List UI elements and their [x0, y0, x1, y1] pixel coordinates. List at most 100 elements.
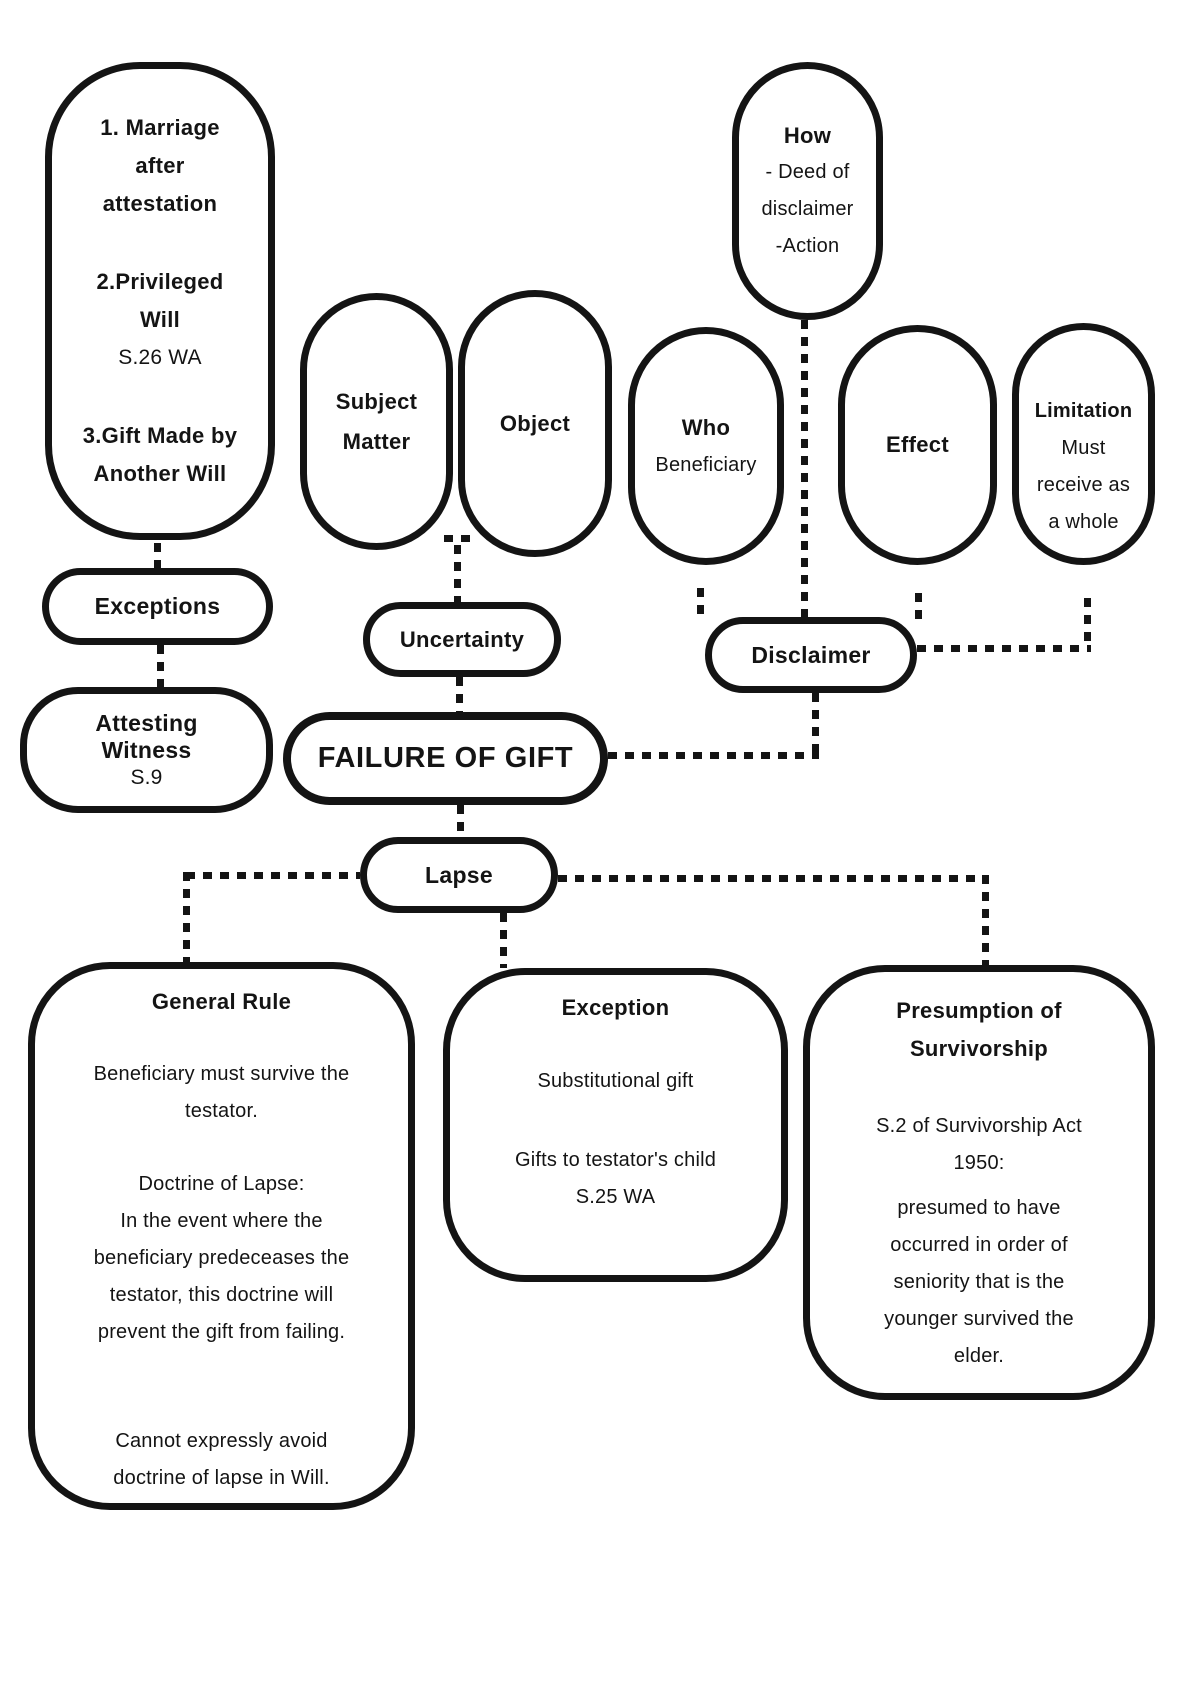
connector-marriage-exceptions — [154, 543, 161, 568]
node-title: Presumption of Survivorship — [896, 992, 1062, 1068]
node-title: General Rule — [151, 989, 292, 1014]
node-limitation: Limitation Must receive as a whole — [1012, 323, 1155, 565]
connector-object-uncertainty — [454, 545, 461, 602]
text-line: presumed to have — [897, 1197, 1061, 1219]
node-title: Who — [681, 414, 731, 440]
connector-lapse-left — [186, 872, 360, 879]
text-line: beneficiary predeceases the — [93, 1247, 350, 1269]
connector-effect-disclaimer — [915, 593, 922, 625]
paragraph: S.2 of Survivorship Act 1950: — [876, 1108, 1082, 1182]
text-line: a whole — [1048, 511, 1119, 533]
text-line: In the event where the — [120, 1210, 323, 1232]
connector-right-presumption — [982, 875, 989, 965]
text-line: testator, this doctrine will — [109, 1284, 334, 1306]
text-line: Attesting — [95, 709, 198, 736]
text-line: 1950: — [953, 1152, 1005, 1174]
node-lapse: Lapse — [360, 837, 558, 913]
text-line: disclaimer — [761, 198, 854, 220]
text-line: S.25 WA — [575, 1186, 656, 1208]
connector-subject-object-jog — [444, 535, 472, 542]
node-label: Exceptions — [94, 593, 221, 619]
node-title: How — [783, 123, 832, 148]
connector-limitation-disclaimer — [917, 645, 1091, 652]
node-label: FAILURE OF GIFT — [317, 742, 574, 774]
node-exception: Exception Substitutional gift Gifts to t… — [443, 968, 788, 1282]
node-subtitle: Beneficiary — [655, 453, 757, 476]
text-line: Must — [1061, 437, 1106, 459]
node-title: Limitation — [1034, 400, 1133, 422]
text-line: Witness — [101, 736, 192, 763]
node-general-rule: General Rule Beneficiary must survive th… — [28, 962, 415, 1510]
text-line: 1. Marriage — [100, 115, 220, 140]
text-line: - Deed of — [765, 161, 850, 183]
text-line: Beneficiary must survive the — [93, 1063, 350, 1085]
text-line: occurred in order of — [890, 1234, 1068, 1256]
node-detail: Must receive as a whole — [1037, 430, 1130, 541]
connector-how-disclaimer — [801, 320, 808, 617]
node-detail: - Deed of disclaimer -Action — [761, 154, 853, 265]
connector-who-disclaimer — [697, 588, 704, 617]
connector-exceptions-attesting — [157, 645, 164, 687]
text-line: 2.Privileged — [96, 269, 224, 294]
text-line: Subject — [335, 388, 418, 414]
node-how: How - Deed of disclaimer -Action — [732, 62, 883, 320]
connector-failure-lapse — [457, 805, 464, 837]
paragraph: Doctrine of Lapse: In the event where the… — [94, 1166, 350, 1351]
text-line: S.2 of Survivorship Act — [876, 1115, 1082, 1137]
connector-disclaimer-failure — [608, 752, 819, 759]
node-disclaimer: Disclaimer — [705, 617, 917, 693]
node-label: Object — [499, 410, 571, 436]
node-label: Disclaimer — [751, 641, 871, 668]
text-line: doctrine of lapse in Will. — [113, 1467, 330, 1489]
node-exceptions: Exceptions — [42, 568, 273, 645]
connector-lapse-right — [558, 875, 989, 882]
text-line: seniority that is the — [893, 1271, 1065, 1293]
node-label: Uncertainty — [399, 626, 525, 652]
connector-left-general-rule — [183, 872, 190, 962]
node-object: Object — [458, 290, 612, 557]
connector-uncertainty-failure — [456, 677, 463, 712]
privileged-will-section: S.26 WA — [118, 346, 202, 369]
paragraph: Substitutional gift — [537, 1070, 694, 1092]
text-line: Gifts to testator's child — [514, 1149, 717, 1171]
list-item-gift-another-will: 3.Gift Made by Another Will — [83, 417, 238, 493]
text-line: Will — [139, 307, 181, 332]
connector-lapse-exception — [500, 913, 507, 968]
node-failure-of-gift: FAILURE OF GIFT — [283, 712, 608, 805]
text-line: Matter — [342, 428, 411, 454]
text-line: attestation — [102, 191, 218, 216]
connector-limitation-down — [1084, 598, 1091, 648]
attesting-section: S.9 — [130, 765, 163, 789]
text-line: testator. — [185, 1100, 258, 1122]
text-line: Survivorship — [909, 1036, 1049, 1061]
paragraph: Beneficiary must survive the testator. — [94, 1056, 350, 1130]
node-title: Exception — [561, 995, 670, 1020]
node-effect: Effect — [838, 325, 997, 565]
paragraph: presumed to have occurred in order of seni… — [884, 1190, 1074, 1375]
text-line: -Action — [775, 235, 840, 257]
text-line: elder. — [953, 1345, 1005, 1367]
text-line: Cannot expressly avoid — [115, 1430, 328, 1452]
text-line: Another Will — [93, 461, 227, 486]
paragraph: Cannot expressly avoid doctrine of lapse … — [113, 1423, 329, 1497]
text-line: younger survived the — [884, 1308, 1074, 1330]
node-label: Lapse — [425, 861, 493, 888]
text-line: Doctrine of Lapse: — [138, 1173, 305, 1195]
node-who: Who Beneficiary — [628, 327, 784, 565]
text-line: Presumption of — [896, 998, 1062, 1023]
node-uncertainty: Uncertainty — [363, 602, 561, 677]
connector-disclaimer-down — [812, 693, 819, 755]
node-title: Effect — [886, 432, 949, 457]
text-line: 3.Gift Made by — [82, 423, 238, 448]
text-line: receive as — [1036, 474, 1131, 496]
text-line: prevent the gift from failing. — [97, 1321, 346, 1343]
